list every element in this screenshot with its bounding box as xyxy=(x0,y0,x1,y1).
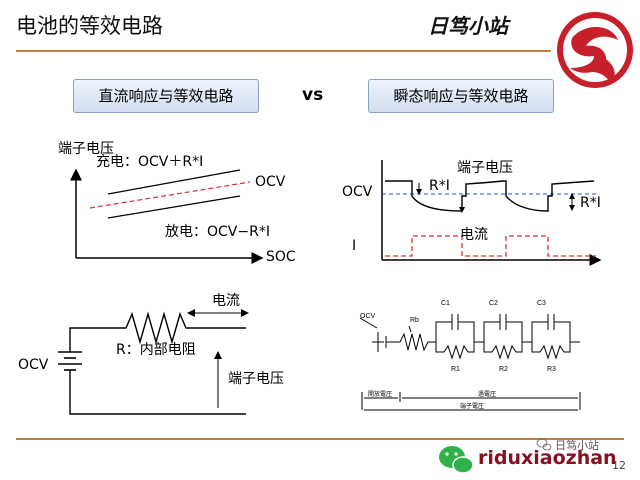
r1-label: R1 xyxy=(451,366,460,373)
ri-label-2: R*I xyxy=(580,195,601,211)
c1-label: C1 xyxy=(441,300,450,307)
discharge-line xyxy=(107,195,241,219)
wechat-account-name: 日笃小站 xyxy=(555,439,599,452)
ocv-line xyxy=(89,181,251,209)
transient-response-label: 瞬态响应与等效电路 xyxy=(368,79,554,113)
overvoltage-label: 過電圧 xyxy=(478,390,496,398)
resistor-wire xyxy=(69,311,246,352)
i-axis-label: I xyxy=(352,238,357,254)
current-label: 电流 xyxy=(460,227,488,243)
footer-divider xyxy=(16,438,624,440)
rc-ocv-label: OCV xyxy=(360,313,376,320)
terminal-voltage-seg-label: 端子電圧 xyxy=(460,402,484,410)
charge-line xyxy=(107,169,241,195)
transient-ocv-label: OCV xyxy=(342,184,373,200)
page-number: 12 xyxy=(612,459,626,472)
r3-label: R3 xyxy=(547,366,556,373)
dc-response-label: 直流响应与等效电路 xyxy=(73,79,259,113)
dc-xlabel: SOC xyxy=(266,249,296,265)
simple-current-label: 电流 xyxy=(212,293,240,309)
open-voltage-label: 開放電圧 xyxy=(368,390,392,398)
terminal-voltage-label: 端子电压 xyxy=(457,160,513,176)
c3-label: C3 xyxy=(537,300,546,307)
charge-label: 充电：OCV＋R*I xyxy=(96,154,204,170)
header-divider xyxy=(16,50,551,52)
dc-ylabel: 端子电压 xyxy=(58,141,114,157)
simple-ocv-label: OCV xyxy=(18,357,49,373)
brand-name: 日笃小站 xyxy=(428,14,508,38)
page-title: 电池的等效电路 xyxy=(16,14,163,38)
current-pulses xyxy=(385,235,596,257)
ri-label-1: R*I xyxy=(429,178,450,194)
vs-label: vs xyxy=(302,85,324,105)
c2-label: C2 xyxy=(489,300,498,307)
ocv-line-label: OCV xyxy=(255,174,286,190)
internal-resistance-label: R：内部电阻 xyxy=(116,342,196,358)
simple-terminal-label: 端子电压 xyxy=(228,371,284,387)
site-name: riduxiaozhan xyxy=(478,447,617,469)
rb-label: Rb xyxy=(410,317,419,324)
terminal-voltage-curve xyxy=(385,180,595,212)
r2-label: R2 xyxy=(499,366,508,373)
bottom-wire xyxy=(69,370,246,415)
discharge-label: 放电：OCV−R*I xyxy=(165,224,270,240)
